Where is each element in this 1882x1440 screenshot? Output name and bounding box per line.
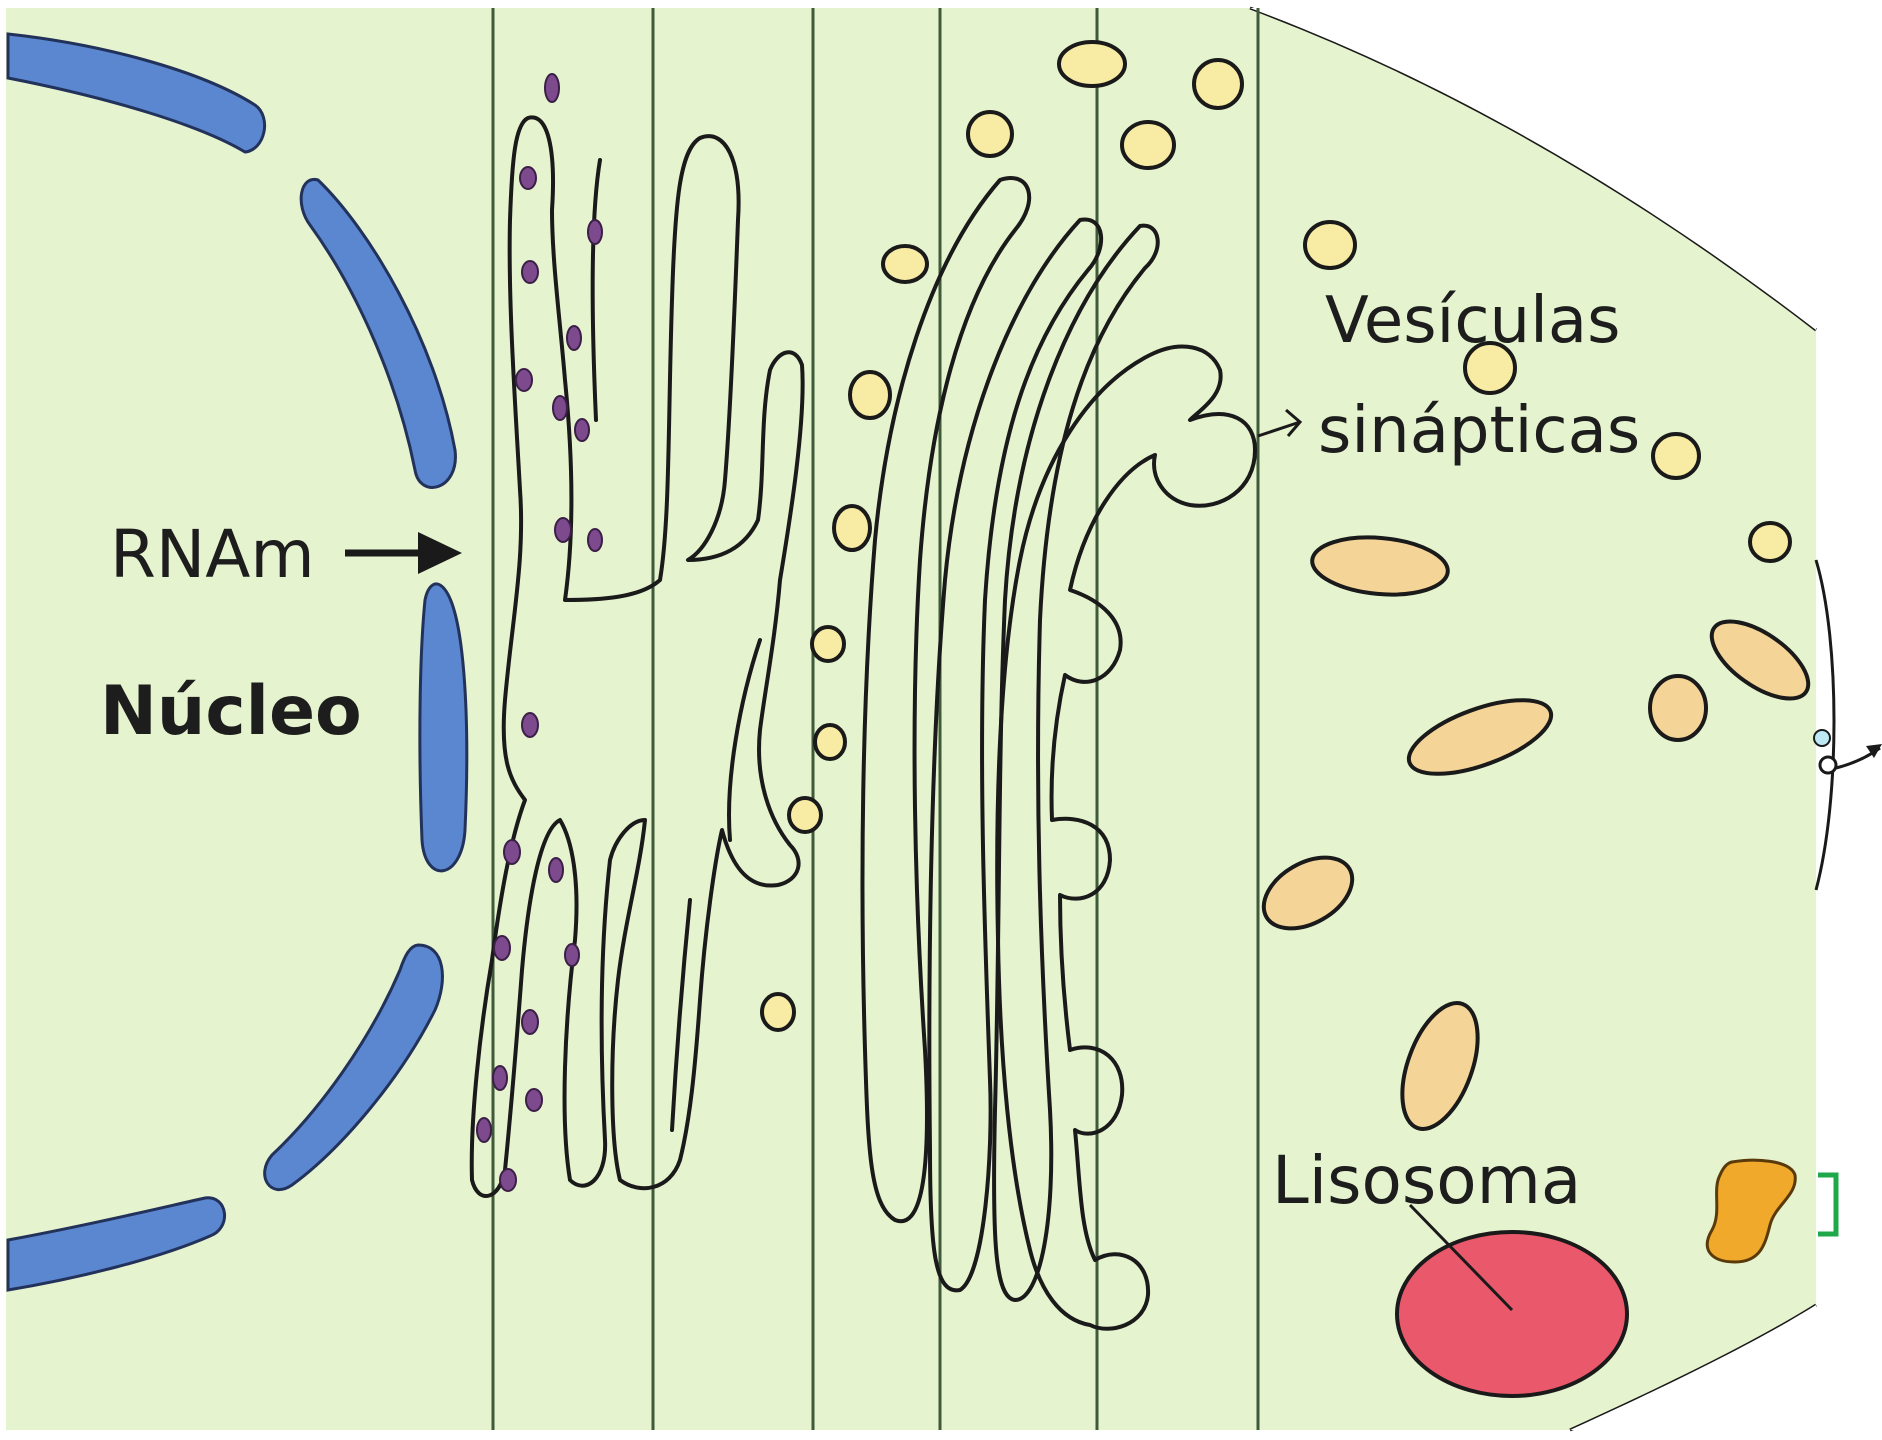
vesicle [1122, 122, 1174, 168]
ribosome [555, 518, 571, 542]
ribosome [588, 529, 602, 551]
ribosome [545, 74, 559, 102]
ribosome [522, 713, 538, 737]
ribosome [565, 944, 579, 966]
vesicle [850, 372, 890, 418]
vesicle [968, 112, 1012, 156]
ribosome [494, 936, 510, 960]
ribosome [477, 1118, 491, 1142]
vesiculas-label-line2: sinápticas [1318, 394, 1640, 468]
ribosome [500, 1169, 516, 1191]
vesiculas-label-line1: Vesículas [1325, 284, 1620, 358]
vesicle [1059, 42, 1125, 86]
vesicle [762, 994, 794, 1030]
green-bracket [1818, 1175, 1836, 1234]
exocytosis-pore [1820, 757, 1836, 773]
ribosome [516, 369, 532, 391]
lysosome [1397, 1232, 1627, 1396]
ribosome [567, 326, 581, 350]
nucleo-label: Núcleo [100, 672, 362, 751]
vesicle [1653, 434, 1699, 478]
ribosome [522, 261, 538, 283]
vesicle [815, 725, 845, 759]
vesicle [789, 798, 821, 832]
vesicle [812, 627, 844, 661]
lisosoma-label: Lisosoma [1272, 1142, 1581, 1219]
secretory-vesicle [1650, 676, 1706, 740]
ribosome [553, 396, 567, 420]
ribosome [493, 1066, 507, 1090]
vesicle [1305, 222, 1355, 268]
ribosome [588, 220, 602, 244]
ribosome [522, 1010, 538, 1034]
ribosome [504, 840, 520, 864]
exocytosis-vesicle [1814, 730, 1830, 746]
vesicle [1750, 523, 1790, 561]
plasma-membrane-right [1816, 560, 1834, 890]
ribosome [520, 167, 536, 189]
vesicle [1194, 60, 1242, 108]
ribosome [549, 858, 563, 882]
vesicle [834, 506, 870, 550]
vesicle [883, 246, 927, 282]
rnam-label: RNAm [110, 516, 315, 593]
ribosome [526, 1089, 542, 1111]
ribosome [575, 419, 589, 441]
